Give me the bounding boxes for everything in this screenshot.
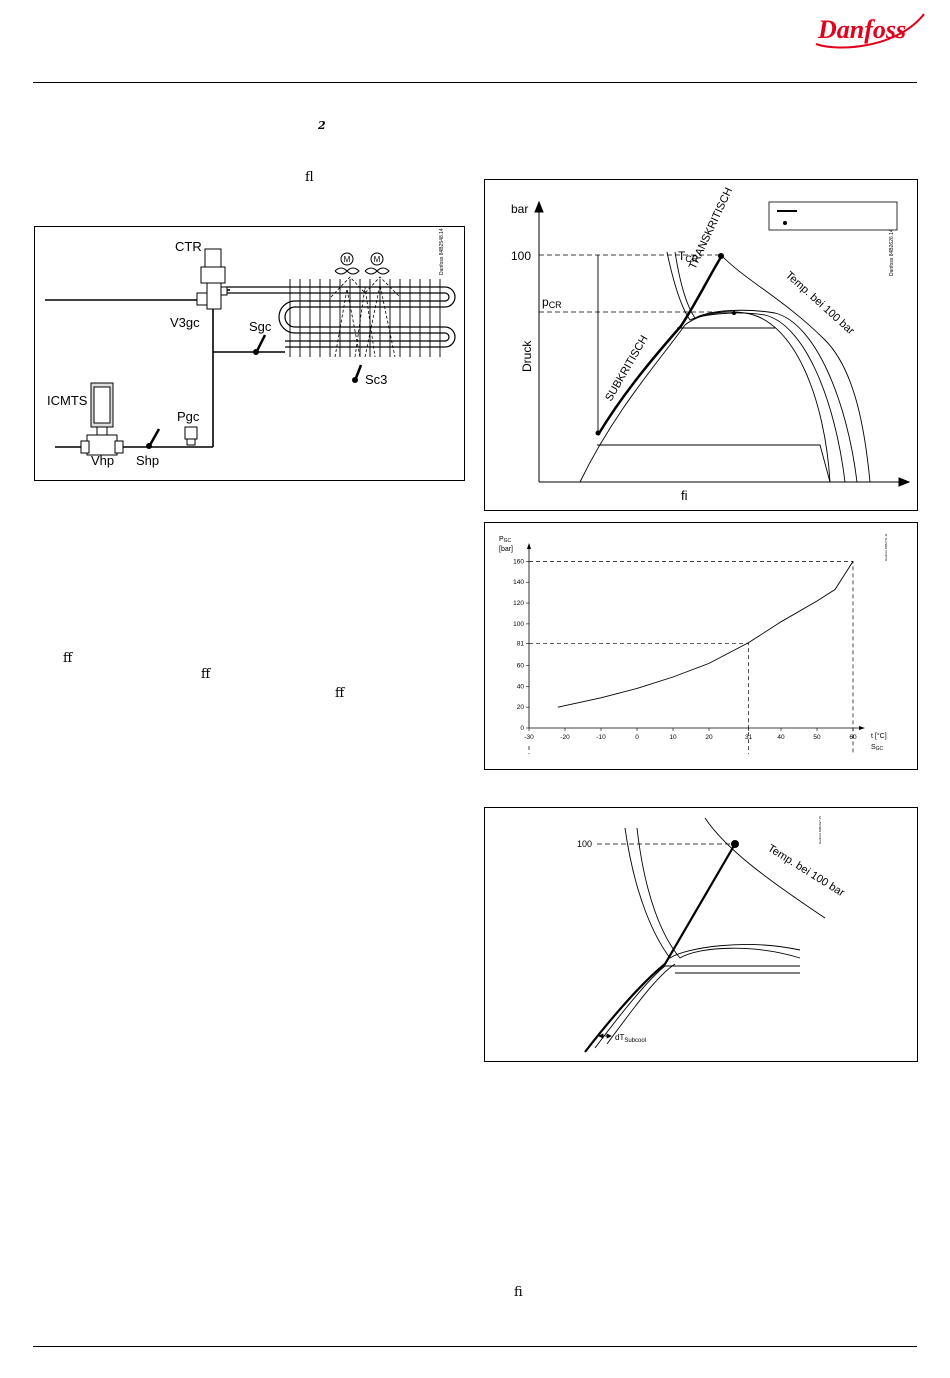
pgc-y-tick-label: 120	[513, 600, 524, 607]
phase-ref: Danfoss 84B2626.14	[889, 229, 895, 276]
subcool-temp-label: Temp. bei 100 bar	[765, 842, 846, 899]
shp-label: Shp	[136, 453, 159, 468]
pgc-y-tick-label: 40	[517, 683, 525, 690]
subcool-process-line	[584, 843, 736, 1053]
pgc-reference-guide	[529, 561, 854, 754]
pgc-label: Pgc	[177, 409, 200, 424]
critical-point	[732, 311, 736, 315]
subcool-curves	[594, 817, 826, 1049]
pgc-ylabel: PGC	[499, 536, 512, 544]
airflow-arrows	[330, 276, 401, 358]
phase-diagram-frame: bar 100 ﬁ TCR pCR Druck SUBKRITISCH TRAN…	[484, 179, 918, 511]
vhp-label: Vhp	[91, 453, 114, 468]
fan-motor-2: M	[364, 252, 390, 275]
subcool-100-label: 100	[577, 839, 592, 849]
diagram-ref: Danfoss 84B2548.14	[439, 228, 445, 275]
danfoss-logo: Danfoss	[815, 13, 925, 49]
pgc-y-tick-label: 100	[513, 621, 524, 628]
pgc-series-line	[557, 561, 854, 708]
phase-100-label: 100	[511, 249, 531, 263]
pgc-x-tick-label: -10	[596, 734, 606, 741]
phase-axes	[534, 200, 911, 487]
pgc-x-tick-label: -30	[524, 734, 534, 741]
pgc-y-tick-label: 20	[517, 704, 525, 711]
pgc-y-arrow	[527, 543, 531, 549]
ctr-valve	[196, 248, 228, 310]
pgc-x-tick-label: 31	[745, 734, 753, 741]
pgc-x-tick-label: 20	[705, 734, 713, 741]
pgc-x-tick-label: 10	[669, 734, 677, 741]
phase-end-point	[718, 253, 724, 259]
dt-arrow	[598, 1033, 612, 1039]
pgc-ref: Danfoss 84B2711.11	[884, 533, 888, 561]
transkritisch-label: TRANSKRITISCH	[687, 186, 735, 271]
phase-xaxis-label: ﬁ	[681, 488, 688, 503]
phase-guides	[539, 254, 735, 313]
stray-glyph-5: ﬀ	[335, 686, 345, 701]
subcool-ref: Danfoss 84B2627.15	[818, 816, 822, 844]
header-rule	[33, 82, 917, 83]
pgc-x-arrow	[859, 726, 865, 730]
svg-text:M: M	[374, 255, 381, 264]
icmts-valve	[80, 382, 124, 456]
sgc-label: Sgc	[249, 319, 272, 334]
system-diagram: M M CTR V3gc Sgc Sc3	[45, 228, 456, 468]
svg-text:M: M	[344, 255, 351, 264]
subcool-diagram: 100 Temp. bei 100 bar dTSubcool Danfoss …	[577, 816, 847, 1053]
piping	[45, 289, 285, 448]
footer-rule	[33, 1346, 917, 1347]
stray-glyph-1: 2	[318, 119, 326, 132]
phase-start-point	[595, 430, 601, 436]
pgc-x-tick-label: 50	[813, 734, 821, 741]
v3gc-label: V3gc	[170, 315, 200, 330]
pgc-y-tick-label: 160	[513, 558, 524, 565]
phase-curves	[579, 251, 871, 483]
coil-fins	[289, 279, 441, 357]
ctr-label: CTR	[175, 239, 202, 254]
system-diagram-frame: M M CTR V3gc Sgc Sc3	[34, 226, 465, 481]
sc3-label: Sc3	[365, 372, 387, 387]
phase-process-line	[596, 256, 723, 436]
sgc-sensor	[253, 334, 267, 355]
stray-glyph-3: ﬀ	[63, 651, 73, 666]
pgc-reference-guide	[529, 643, 749, 754]
fan-motor-1: M	[334, 252, 360, 275]
pgc-x-tick-label: 0	[635, 734, 639, 741]
subcool-end-point	[731, 840, 739, 848]
stray-glyph-4: ﬀ	[201, 667, 211, 682]
stray-glyph-2: ﬂ	[305, 170, 314, 185]
pgc-y-tick-label: 81	[517, 641, 525, 648]
pgc-x-tick-label: 40	[777, 734, 785, 741]
pcr-label: pCR	[542, 295, 562, 310]
pgc-y-tick-label: 60	[517, 663, 525, 670]
phase-diagram: bar 100 ﬁ TCR pCR Druck SUBKRITISCH TRAN…	[511, 186, 911, 503]
subcool-diagram-frame: 100 Temp. bei 100 bar dTSubcool Danfoss …	[484, 807, 918, 1062]
druck-label: Druck	[520, 340, 534, 372]
pgc-x-tick-label: -20	[560, 734, 570, 741]
pgc-transmitter	[184, 426, 198, 446]
phase-yaxis-label: bar	[511, 202, 528, 216]
phase-legend	[768, 201, 898, 231]
sc3-sensor	[352, 364, 363, 383]
dt-subcool-label: dTSubcool	[615, 1033, 646, 1044]
icmts-label: ICMTS	[47, 393, 88, 408]
pgc-xlabel-t: t [°C]	[871, 732, 887, 740]
gas-cooler-coil	[225, 286, 456, 348]
pgc-y-tick-label: 0	[520, 725, 524, 732]
stray-glyph-6: ﬁ	[514, 1285, 523, 1300]
pgc-xlabel-s: SGC	[871, 744, 884, 752]
shp-sensor	[146, 428, 161, 449]
logo-wordmark: Danfoss	[817, 15, 906, 44]
pgc-yunit: [bar]	[499, 546, 513, 553]
pgc-y-tick-label: 140	[513, 579, 524, 586]
temp-label: Temp. bei 100 bar	[783, 269, 857, 337]
tcr-label: TCR	[678, 249, 699, 264]
